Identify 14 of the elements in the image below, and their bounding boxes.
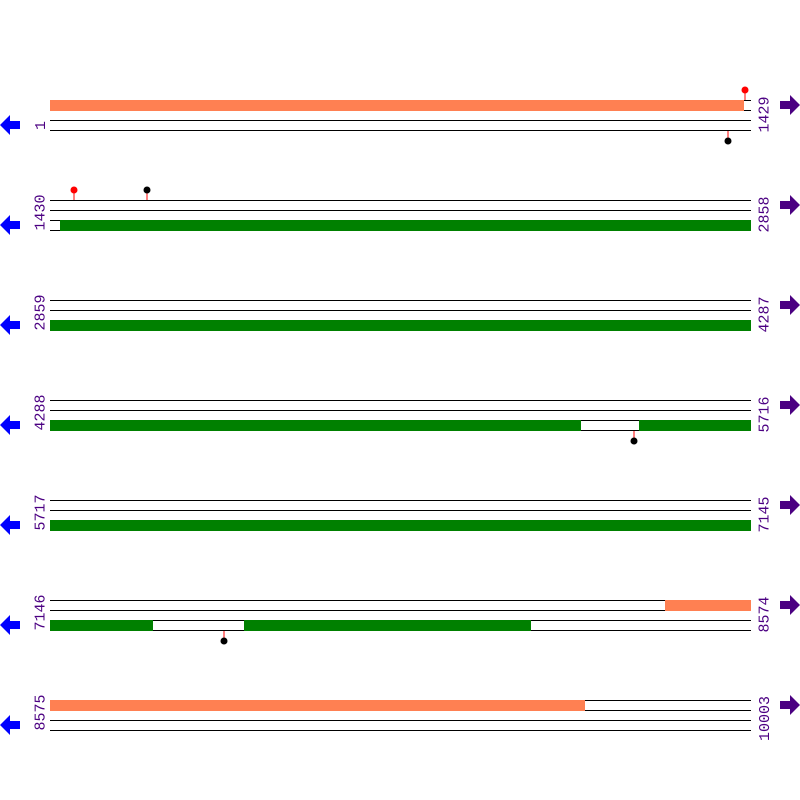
position-label: 4287	[758, 296, 772, 332]
position-label: 1429	[758, 96, 772, 132]
position-label: 1430	[34, 194, 48, 230]
position-label: 7145	[758, 496, 772, 532]
position-label: 8574	[758, 596, 772, 632]
position-label: 2859	[34, 294, 48, 330]
position-label: 7146	[34, 594, 48, 630]
position-label: 2858	[758, 196, 772, 232]
position-label: 5716	[758, 396, 772, 432]
position-label: 5717	[34, 494, 48, 530]
position-label: 8575	[34, 694, 48, 730]
position-label: 1	[34, 121, 48, 130]
position-label: 4288	[34, 394, 48, 430]
position-label: 10003	[758, 696, 772, 741]
